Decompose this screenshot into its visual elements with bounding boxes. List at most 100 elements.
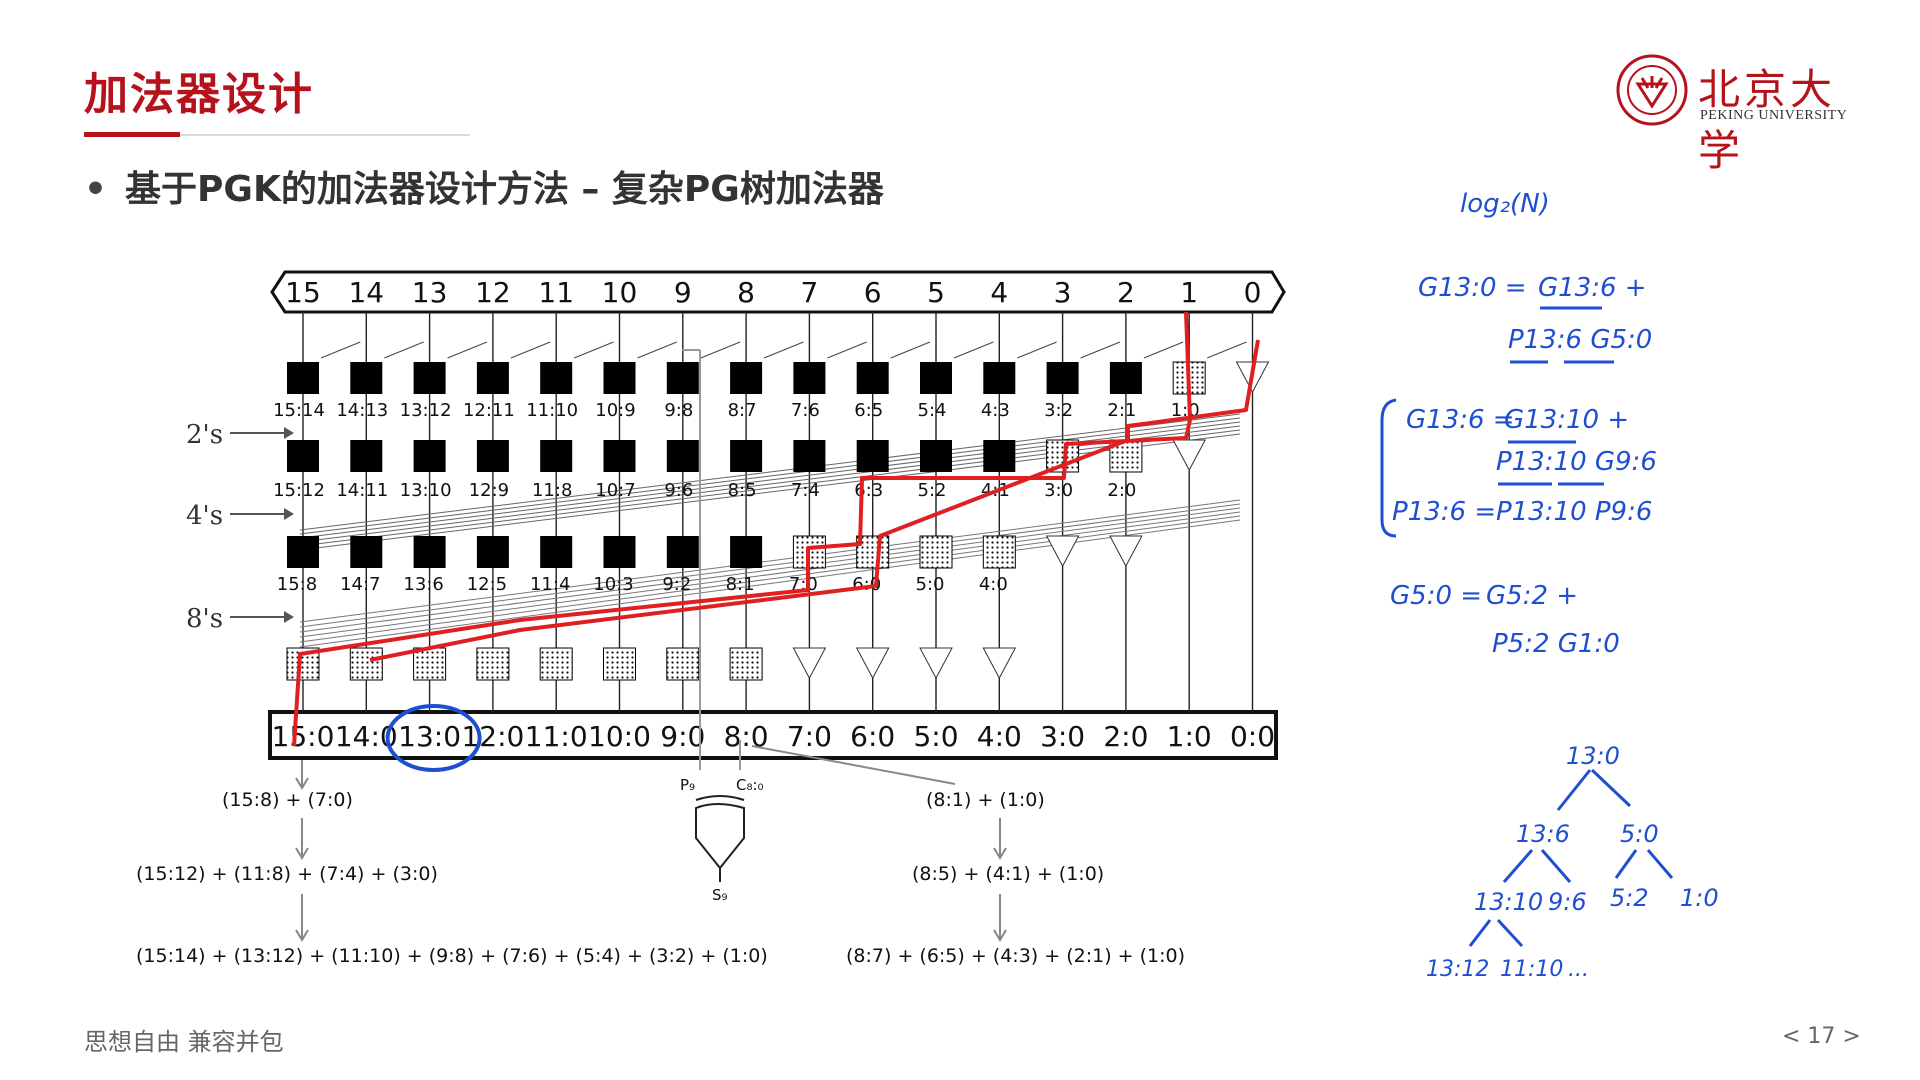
black-cell	[983, 362, 1016, 394]
peking-university-seal-icon	[1616, 54, 1688, 126]
note-eq1-rhs2: P13:6 G5:0	[1508, 325, 1652, 355]
top-bit-label: 7	[800, 276, 818, 309]
black-cell	[476, 440, 509, 472]
row1-label: 5:4	[918, 400, 947, 421]
black-cell	[856, 440, 889, 472]
note-eq3-lhs: P13:6 =	[1392, 497, 1496, 527]
diag-wire	[1017, 341, 1057, 359]
black-cell	[920, 362, 952, 394]
buffer-cell	[855, 647, 890, 680]
top-bit-label: 10	[602, 276, 638, 309]
right-expansion-line: (8:7) + (6:5) + (4:3) + (2:1) + (1:0)	[846, 945, 1185, 967]
tree-l3-c: ...	[1568, 957, 1589, 982]
row1-label: 13:12	[400, 400, 452, 421]
xor-gate-icon	[695, 803, 745, 870]
gray-cell	[539, 647, 573, 681]
top-bit-label: 15	[285, 276, 321, 309]
gray-cell	[413, 647, 447, 681]
diag-wire	[953, 341, 994, 359]
top-bit-label: 5	[927, 276, 945, 309]
black-cell	[287, 536, 319, 568]
span-wire	[299, 503, 1241, 628]
diag-wire	[890, 341, 931, 359]
row1-label: 10:9	[595, 400, 635, 421]
tree-edge	[1614, 849, 1638, 879]
arrowhead-icon	[295, 847, 309, 860]
top-bit-label: 9	[674, 276, 692, 309]
row3-label: 14:7	[340, 574, 380, 595]
output-label: 15:0	[272, 720, 335, 753]
diag-wire	[1143, 341, 1184, 359]
row1-label: 2:1	[1107, 400, 1136, 421]
top-bit-label: 14	[348, 276, 384, 309]
logo-chinese-name: 北京大学	[1698, 65, 1837, 175]
arrowhead-icon	[295, 929, 309, 942]
row1-label: 8:7	[728, 400, 757, 421]
black-cell	[793, 362, 826, 394]
row1-label: 7:6	[791, 400, 820, 421]
row2-label: 13:10	[400, 480, 452, 501]
tree-edge	[1590, 768, 1632, 808]
tree-edge	[1540, 849, 1572, 883]
arrowhead-icon	[284, 611, 294, 623]
top-bit-bar	[270, 270, 1286, 314]
tree-l2-b: 9:6	[1548, 888, 1587, 916]
black-cell	[730, 362, 763, 394]
buffer-cell	[919, 647, 953, 680]
top-bit-label: 8	[737, 276, 755, 309]
black-cell	[1109, 362, 1142, 394]
top-bit-label: 0	[1244, 276, 1262, 309]
diag-wire	[1207, 341, 1247, 359]
output-label: 0:0	[1230, 720, 1275, 753]
span-8s: 8's	[186, 604, 223, 634]
row2-label: 15:12	[273, 480, 325, 501]
gray-cell	[603, 647, 636, 681]
row3-label: 11:4	[530, 574, 570, 595]
left-expansion-line: (15:12) + (11:8) + (7:4) + (3:0)	[136, 863, 438, 885]
top-bit-label: 4	[990, 276, 1008, 309]
row2-label: 12:9	[469, 480, 509, 501]
span-4s: 4's	[186, 501, 223, 531]
diag-wire	[574, 341, 614, 359]
university-logo: 北京大学 PEKING UNIVERSITY	[1616, 52, 1866, 175]
black-cell	[413, 536, 446, 568]
row2-label: 7:4	[791, 480, 820, 501]
row2-label: 5:2	[918, 480, 947, 501]
note-eq4-rhs2: P5:2 G1:0	[1492, 629, 1620, 659]
top-bit-label: 11	[538, 276, 574, 309]
row1-label: 11:10	[526, 400, 578, 421]
page-number: < 17 >	[1782, 1024, 1861, 1049]
black-cell	[666, 440, 699, 472]
bullet-dot-icon: •	[84, 169, 108, 210]
right-expansion-line: (8:1) + (1:0)	[926, 789, 1045, 811]
logo-english-name: PEKING UNIVERSITY	[1700, 108, 1848, 123]
span-wire	[299, 511, 1241, 638]
title-divider	[84, 134, 470, 136]
buffer-cell	[982, 647, 1017, 680]
black-cell	[350, 440, 383, 472]
tree-edge	[1556, 769, 1592, 811]
note-eq2-rhs1: G13:10 +	[1504, 405, 1629, 435]
tree-root: 13:0	[1566, 742, 1620, 770]
left-expansion-line: (15:8) + (7:0)	[222, 789, 353, 811]
span-wire	[299, 413, 1241, 531]
black-cell	[413, 440, 446, 472]
note-eq4-rhs1: G5:2 +	[1486, 581, 1578, 611]
tree-edge	[1468, 919, 1492, 947]
tree-l1-right: 5:0	[1620, 820, 1659, 848]
black-cell	[603, 440, 636, 472]
row1-label: 12:11	[463, 400, 515, 421]
black-cell	[666, 362, 699, 394]
diag-wire	[637, 341, 677, 359]
span-wire	[299, 429, 1241, 547]
span-wire	[299, 515, 1241, 643]
row1-label: 4:3	[981, 400, 1010, 421]
row3-label: 15:8	[277, 574, 317, 595]
diag-wire	[827, 341, 867, 359]
gray-cell	[349, 647, 383, 681]
output-label: 4:0	[977, 720, 1022, 753]
row1-label: 14:13	[336, 400, 388, 421]
black-cell	[666, 536, 699, 568]
red-critical-path	[369, 339, 1260, 662]
